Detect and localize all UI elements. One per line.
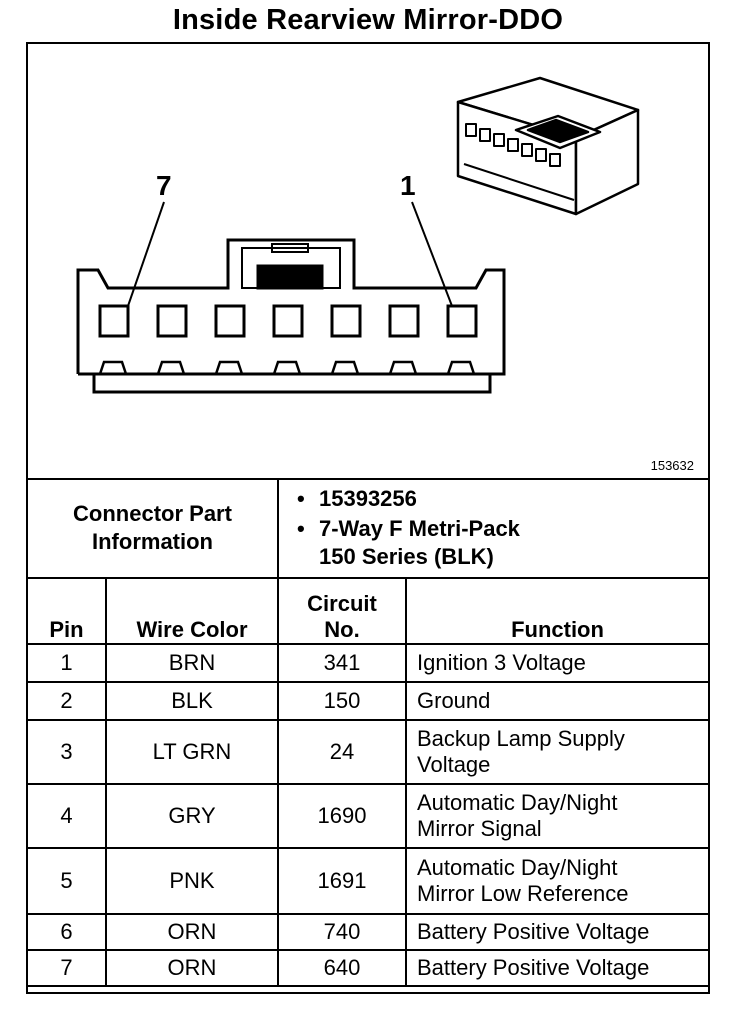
table-header: Pin Wire Color Circuit No. Function: [28, 577, 708, 645]
circuit-cell: 24: [277, 719, 407, 785]
pin-1-callout: 1: [400, 170, 416, 201]
wire-color-cell: ORN: [105, 913, 279, 951]
wire-color-cell: BRN: [105, 644, 279, 683]
function-cell: Backup Lamp Supply Voltage: [405, 719, 708, 785]
wire-color-cell: GRY: [105, 783, 279, 849]
pin-cell: 7: [28, 949, 107, 987]
connector-info-values: •15393256 •7-Way F Metri-Pack 150 Series…: [277, 478, 708, 579]
connector-front-view: [76, 201, 506, 394]
connector-drawing: 7 1 153632: [28, 44, 708, 480]
pin-cell: 4: [28, 783, 107, 849]
table-row: 5 PNK 1691 Automatic Day/Night Mirror Lo…: [28, 847, 708, 915]
connector-info-label: Connector Part Information: [28, 478, 279, 579]
function-cell: Automatic Day/Night Mirror Low Reference: [405, 847, 708, 915]
wire-color-cell: BLK: [105, 681, 279, 721]
header-function: Function: [405, 577, 708, 645]
circuit-cell: 150: [277, 681, 407, 721]
wire-color-cell: LT GRN: [105, 719, 279, 785]
page-title: Inside Rearview Mirror-DDO: [172, 4, 564, 36]
circuit-cell: 640: [277, 949, 407, 987]
function-cell: Ground: [405, 681, 708, 721]
circuit-cell: 1691: [277, 847, 407, 915]
figure-number: 153632: [650, 458, 694, 473]
function-cell: Battery Positive Voltage: [405, 949, 708, 987]
pin-cell: 5: [28, 847, 107, 915]
connector-info-row: Connector Part Information •15393256 •7-…: [28, 478, 708, 579]
pin-cell: 6: [28, 913, 107, 951]
pin-cell: 2: [28, 681, 107, 721]
connector-isometric-view: [456, 76, 640, 216]
table-row: 3 LT GRN 24 Backup Lamp Supply Voltage: [28, 719, 708, 785]
pin-7-callout: 7: [156, 170, 172, 201]
function-cell: Ignition 3 Voltage: [405, 644, 708, 683]
header-pin: Pin: [28, 577, 107, 645]
header-wire-color: Wire Color: [105, 577, 279, 645]
function-cell: Battery Positive Voltage: [405, 913, 708, 951]
pin-cell: 3: [28, 719, 107, 785]
circuit-cell: 1690: [277, 783, 407, 849]
connector-illustration: [76, 76, 640, 394]
connector-part-number: •15393256: [297, 485, 417, 511]
wire-color-cell: PNK: [105, 847, 279, 915]
table-row: 2 BLK 150 Ground: [28, 681, 708, 721]
connector-type: •7-Way F Metri-Pack 150 Series (BLK): [297, 515, 520, 569]
table-row: 7 ORN 640 Battery Positive Voltage: [28, 949, 708, 987]
table-row: 4 GRY 1690 Automatic Day/Night Mirror Si…: [28, 783, 708, 849]
connector-sheet: 7 1 153632 Connector Part Information •1…: [26, 42, 710, 994]
header-circuit-no: Circuit No.: [277, 577, 407, 645]
table-row: 1 BRN 341 Ignition 3 Voltage: [28, 644, 708, 683]
table-row: 6 ORN 740 Battery Positive Voltage: [28, 913, 708, 951]
wire-color-cell: ORN: [105, 949, 279, 987]
circuit-cell: 740: [277, 913, 407, 951]
circuit-cell: 341: [277, 644, 407, 683]
pin-cell: 1: [28, 644, 107, 683]
connector-table: Connector Part Information •15393256 •7-…: [28, 478, 708, 987]
function-cell: Automatic Day/Night Mirror Signal: [405, 783, 708, 849]
